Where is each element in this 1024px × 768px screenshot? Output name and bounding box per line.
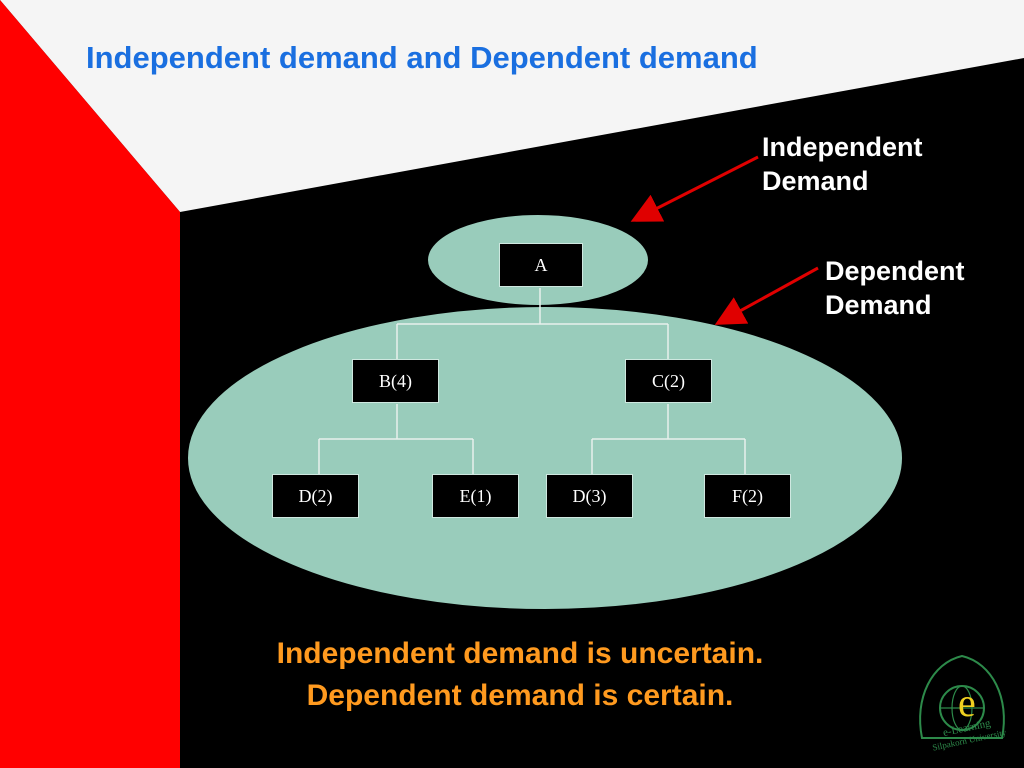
tree-node-root: A	[499, 243, 583, 287]
tree-node-level2: E(1)	[432, 474, 519, 518]
svg-text:e: e	[958, 680, 976, 725]
independent-arrow	[630, 155, 759, 222]
independent-demand-label: Independent Demand	[762, 130, 923, 198]
independent-demand-label-line1: Independent	[762, 132, 923, 162]
statement-independent: Independent demand is uncertain.	[276, 637, 764, 670]
slide-title: Independent demand and Dependent demand	[86, 40, 758, 75]
dependent-demand-label-line2: Demand	[825, 290, 932, 320]
tree-node-level2: F(2)	[704, 474, 791, 518]
red-side-band	[0, 0, 180, 768]
tree-node-level1: B(4)	[352, 359, 439, 403]
tree-node-level2: D(2)	[272, 474, 359, 518]
statement-dependent: Dependent demand is certain.	[306, 679, 734, 712]
dependent-demand-label-line1: Dependent	[825, 256, 965, 286]
e-learning-emblem-icon: e	[919, 654, 1005, 739]
tree-connectors	[318, 288, 746, 474]
dependent-demand-label: Dependent Demand	[825, 254, 965, 322]
header-band	[0, 0, 1024, 212]
tree-node-level2: D(3)	[546, 474, 633, 518]
dependent-arrow	[714, 266, 819, 325]
tree-node-level1: C(2)	[625, 359, 712, 403]
dependent-demand-ellipse	[186, 305, 904, 611]
independent-demand-label-line2: Demand	[762, 166, 869, 196]
